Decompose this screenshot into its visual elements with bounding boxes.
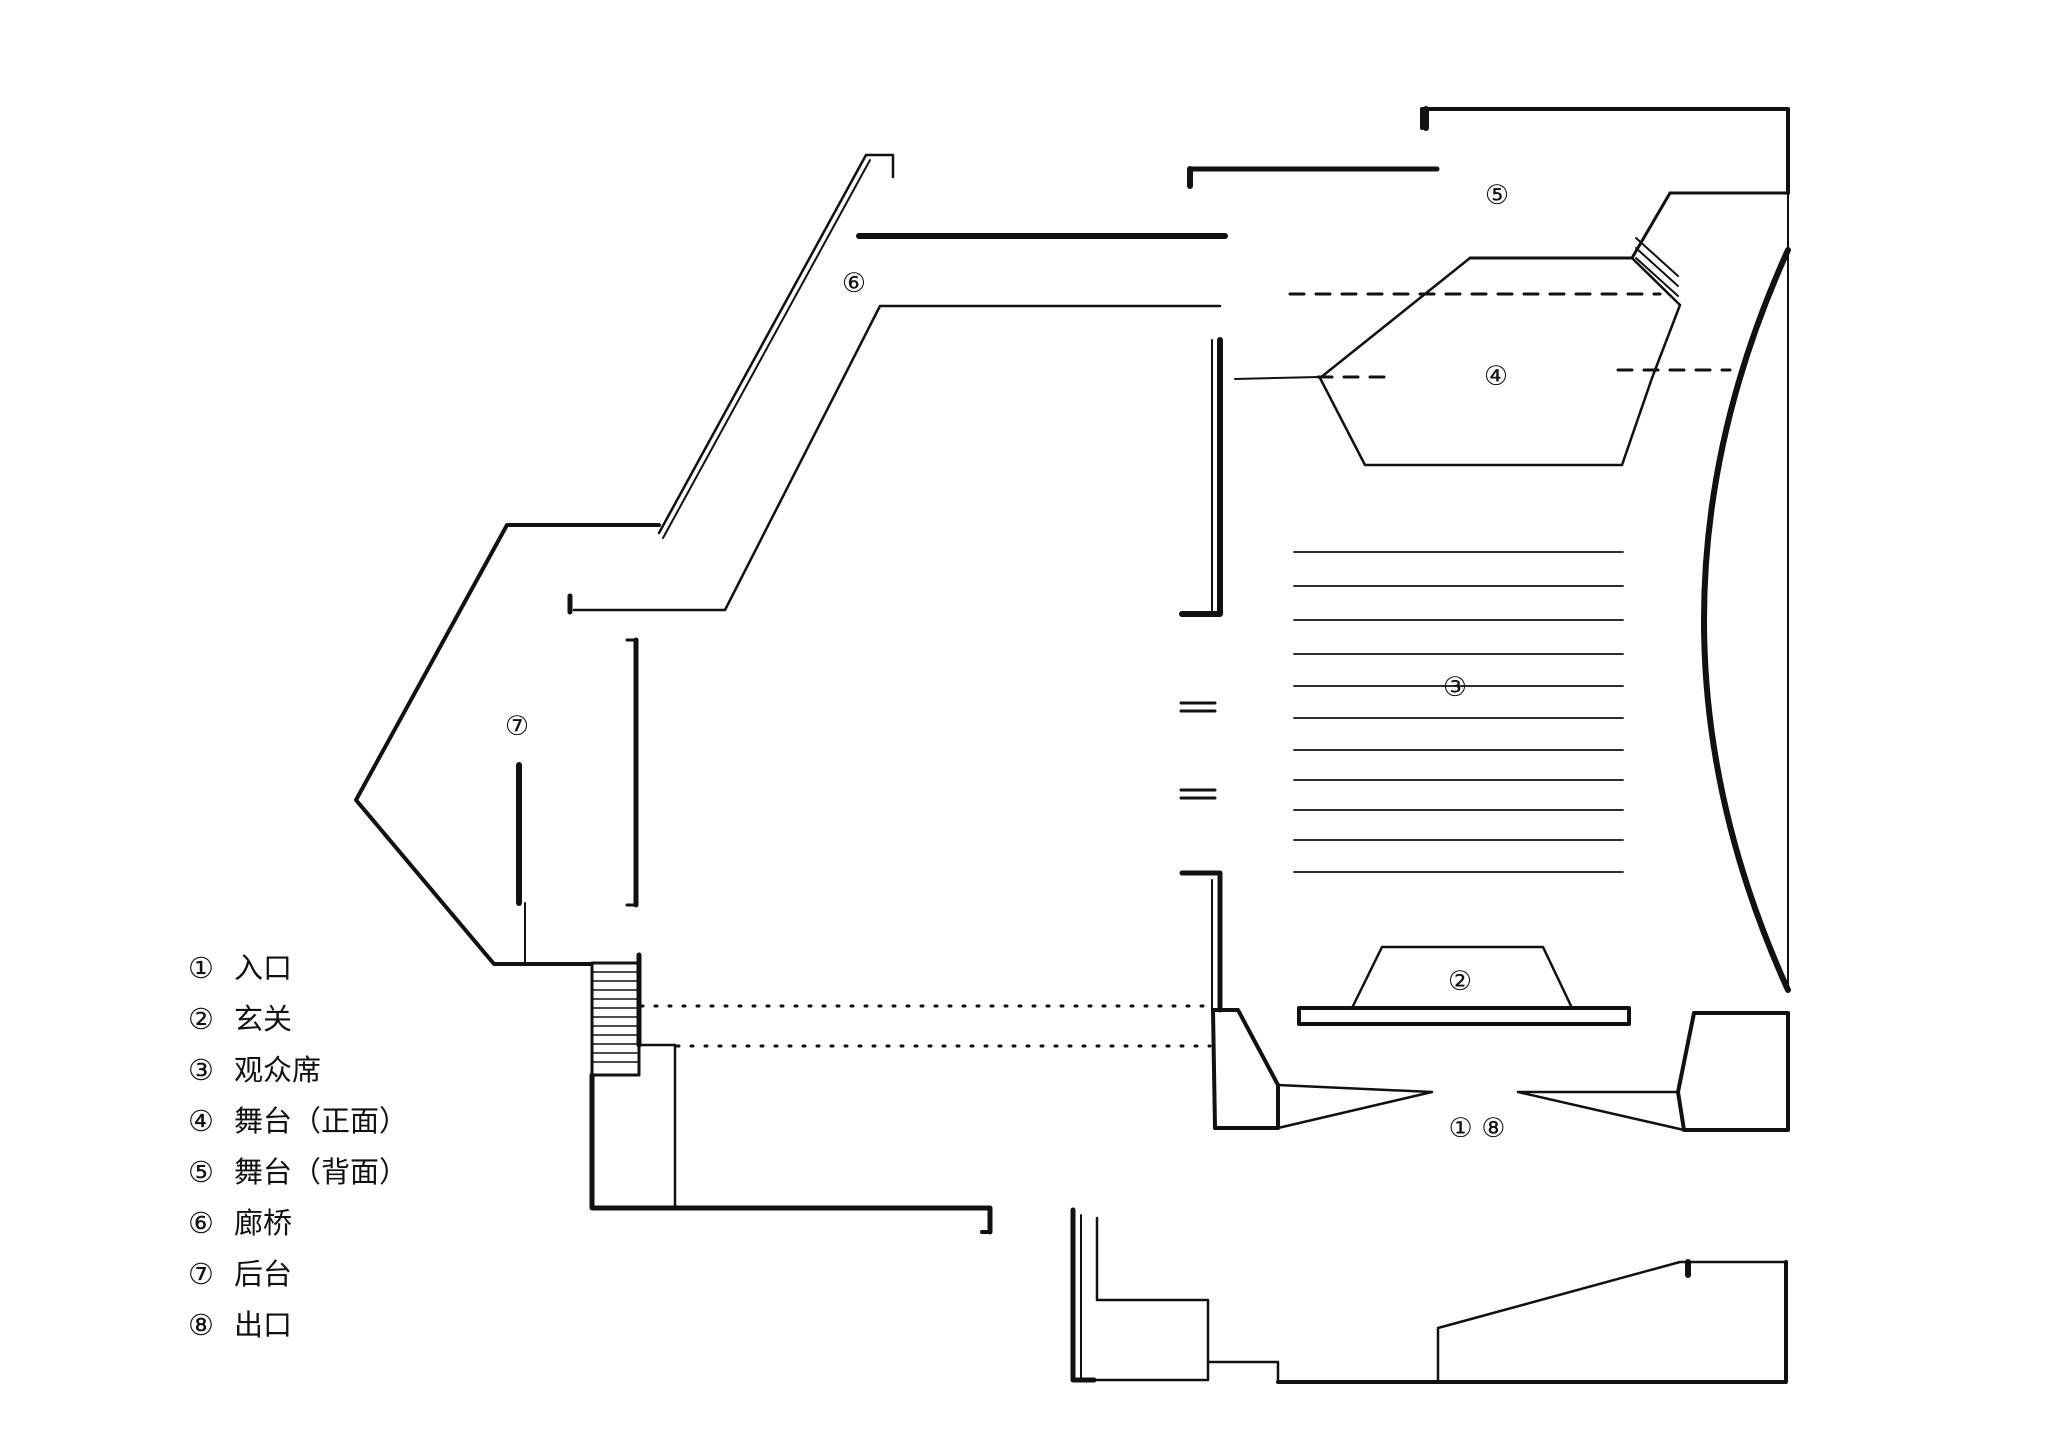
entrance-left-wing bbox=[1276, 1083, 1434, 1130]
stage-apron-link bbox=[1234, 376, 1319, 380]
bridge-inner-wall bbox=[572, 304, 1222, 612]
bridge-outer-wall bbox=[657, 153, 895, 535]
legend-label: 观众席 bbox=[234, 1053, 322, 1087]
legend-item: ③ 观众席 bbox=[188, 1050, 408, 1101]
marker-entrance-exit: ① ⑧ bbox=[1449, 1113, 1506, 1144]
legend-number: ⑤ bbox=[188, 1155, 214, 1189]
legend-label: 后台 bbox=[234, 1257, 293, 1291]
back-stage-outer-wall bbox=[1420, 107, 1790, 195]
entrance-right-wing bbox=[1516, 1090, 1686, 1132]
entrance-right-pier bbox=[1676, 1011, 1790, 1132]
foyer-front-wall bbox=[1297, 1006, 1631, 1026]
back-stage-side-angle-d bbox=[1635, 257, 1679, 297]
legend-item: ⑥ 廊桥 bbox=[188, 1203, 408, 1254]
legend-number: ⑥ bbox=[188, 1206, 214, 1240]
stair-block bbox=[589, 952, 1212, 1235]
curved-wall bbox=[1701, 192, 1791, 993]
stage-platform bbox=[1318, 256, 1682, 467]
stair bbox=[590, 961, 641, 1077]
marker-stage-back: ⑤ bbox=[1485, 180, 1509, 211]
marker-foyer: ② bbox=[1448, 966, 1472, 997]
marker-backstage: ⑦ bbox=[505, 711, 529, 742]
legend-item: ① 入口 bbox=[188, 948, 408, 999]
legend-label: 出口 bbox=[234, 1308, 293, 1342]
room-markers: ⑤ ⑥ ④ ③ ⑦ ② ① ⑧ bbox=[505, 180, 1509, 1144]
service-corridor bbox=[637, 1043, 677, 1210]
auditorium-seating bbox=[1293, 551, 1624, 873]
legend: ① 入口 ② 玄关 ③ 观众席 ④ 舞台（正面） ⑤ 舞台（背面） ⑥ 廊桥 ⑦ 后台 ⑧ 出口 bbox=[188, 948, 408, 1356]
legend-item: ⑧ 出口 bbox=[188, 1305, 408, 1356]
marker-stage-front: ④ bbox=[1484, 361, 1508, 392]
legend-item: ② 玄关 bbox=[188, 999, 408, 1050]
legend-label: 廊桥 bbox=[234, 1206, 293, 1240]
lower-left-wall bbox=[589, 1072, 993, 1235]
foyer-counter bbox=[1350, 945, 1574, 1010]
bridge-corridor bbox=[567, 153, 1228, 615]
legend-number: ② bbox=[188, 1002, 214, 1036]
curved-wall-arc bbox=[1701, 247, 1791, 993]
legend-label: 舞台（背面） bbox=[234, 1155, 409, 1189]
legend-label: 舞台（正面） bbox=[234, 1104, 409, 1138]
backstage-area bbox=[354, 523, 661, 966]
back-stage-side-angle-c bbox=[1635, 247, 1679, 287]
legend-number: ④ bbox=[188, 1104, 214, 1138]
back-stage-side-angle-b bbox=[1635, 237, 1679, 277]
legend-number: ⑧ bbox=[188, 1308, 214, 1342]
lower-right-room bbox=[1092, 1216, 1210, 1382]
lower-right-link bbox=[1206, 1360, 1280, 1384]
marker-bridge: ⑥ bbox=[842, 268, 866, 299]
legend-item: ⑦ 后台 bbox=[188, 1254, 408, 1305]
legend-item: ⑤ 舞台（背面） bbox=[188, 1152, 408, 1203]
foyer-area bbox=[1211, 945, 1790, 1132]
legend-label: 入口 bbox=[234, 951, 293, 985]
left-wall-upper bbox=[1179, 337, 1223, 617]
legend-number: ③ bbox=[188, 1053, 214, 1087]
backstage-outer-wall bbox=[354, 523, 661, 966]
stair-treads bbox=[591, 971, 640, 1063]
lower-right-left-wall bbox=[1070, 1207, 1097, 1383]
auditorium-left-wall bbox=[1179, 337, 1223, 1013]
legend-item: ④ 舞台（正面） bbox=[188, 1101, 408, 1152]
left-wall-lower bbox=[1179, 870, 1223, 1013]
bridge-outer-wall-double bbox=[662, 159, 871, 539]
marker-auditorium: ③ bbox=[1443, 672, 1467, 703]
legend-number: ① bbox=[188, 951, 214, 985]
lower-right-slope bbox=[1436, 1260, 1788, 1384]
lower-right-block bbox=[1070, 1207, 1788, 1384]
legend-label: 玄关 bbox=[234, 1002, 293, 1036]
lower-right-bottom-wall bbox=[1276, 1260, 1788, 1384]
legend-number: ⑦ bbox=[188, 1257, 214, 1291]
entrance-left-pier bbox=[1211, 1008, 1280, 1130]
front-stage-area bbox=[1234, 256, 1732, 467]
